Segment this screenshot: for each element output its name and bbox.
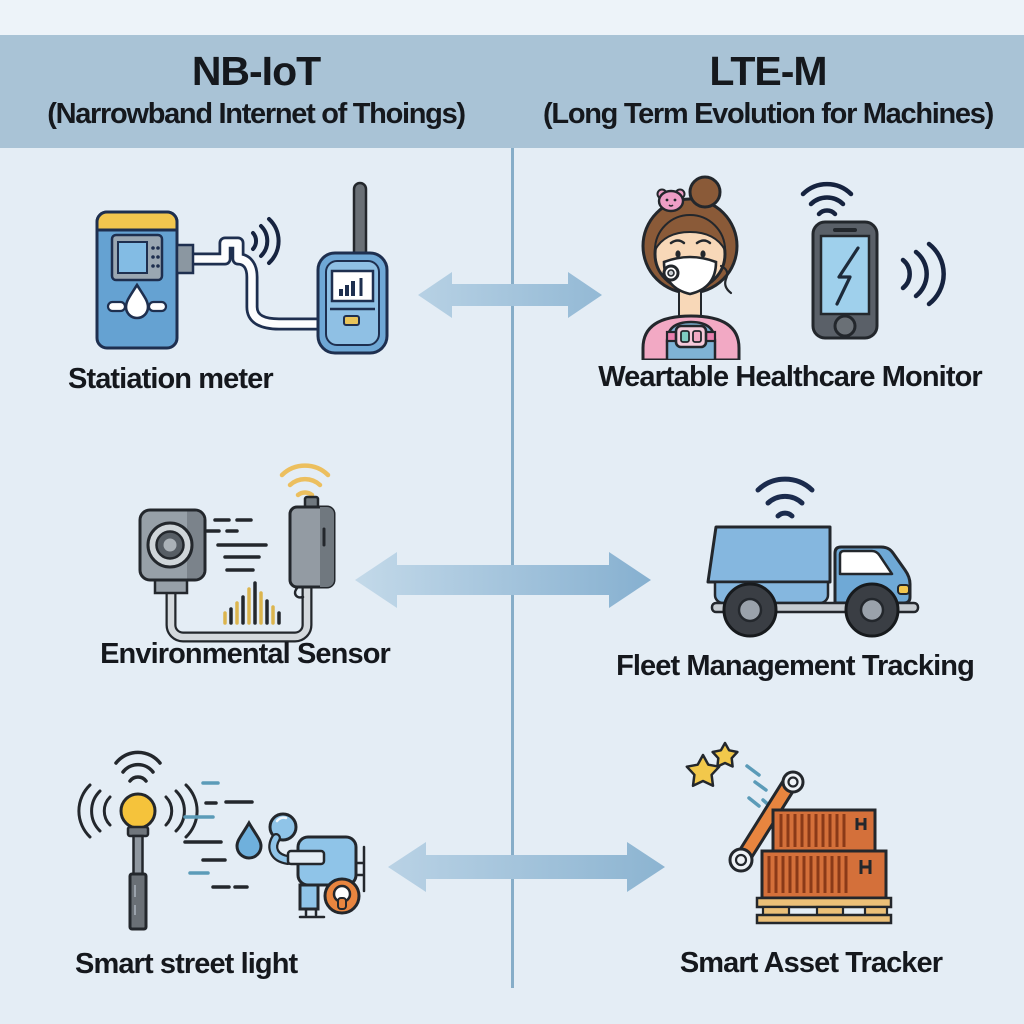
nbiot-title: NB-IoT (191, 48, 321, 94)
wifi-icon (800, 181, 854, 217)
bidirectional-arrow-icon (418, 272, 602, 318)
bidirectional-arrow-icon (355, 552, 651, 608)
signal-waves-icon (900, 241, 946, 307)
bidirectional-arrow-icon (388, 842, 665, 892)
label-fleet-tracking: Fleet Management Tracking (616, 650, 975, 682)
pipe-connection (165, 587, 313, 643)
wheel (722, 582, 778, 638)
cargo-crates (760, 808, 888, 900)
environmental-sensor-illustration (138, 463, 336, 643)
valve-ring-icon (323, 877, 361, 915)
smart-utility-meter-illustration (95, 181, 389, 355)
top-strip (0, 0, 1024, 35)
wearable-healthcare-monitor-illustration (641, 175, 946, 360)
water-drop-icon (235, 820, 263, 860)
header-nbiot: NB-IoT (Narrowband Internet of Thoings) (0, 35, 512, 148)
wifi-icon (279, 463, 331, 498)
water-meter-device (95, 210, 195, 350)
signal-level-bars (223, 581, 281, 625)
speed-dashes (183, 781, 254, 889)
label-smart-meter: Statiation meter (68, 363, 274, 395)
sparkle-stars-icon (685, 741, 739, 788)
nbiot-subtitle: (Narrowband Internet of Thoings) (47, 98, 466, 131)
hair-clip-icon (656, 188, 686, 213)
radio-waves-icon (77, 783, 199, 839)
asset-pallet-tracker-illustration (685, 741, 893, 925)
wifi-icon (114, 750, 162, 783)
ltem-subtitle: (Long Term Evolution for Machines) (543, 98, 994, 131)
radio-waves-icon (251, 217, 281, 265)
pipe-connection (186, 236, 332, 331)
signal-bars-icon (339, 278, 363, 296)
label-environmental-sensor: Environmental Sensor (100, 638, 391, 670)
wheel (844, 582, 900, 638)
header-ltem: LTE-M (Long Term Evolution for Machines) (512, 35, 1024, 148)
header-band: NB-IoT (Narrowband Internet of Thoings) … (0, 35, 1024, 148)
label-asset-tracker: Smart Asset Tracker (679, 947, 943, 979)
motion-dashes (745, 764, 773, 809)
street-light-pole (119, 792, 157, 931)
truck-vehicle (706, 525, 920, 638)
sensor-camera-device (138, 508, 207, 595)
radio-transmitter-device (316, 181, 389, 355)
chest-monitor-device (674, 324, 708, 349)
fleet-truck-illustration (706, 476, 920, 638)
patient-figure (641, 175, 741, 360)
wooden-pallet (755, 896, 893, 925)
ltem-title: LTE-M (709, 48, 827, 94)
pump-device (268, 812, 366, 919)
water-drop-icon (124, 282, 150, 320)
lightning-bolt-icon (835, 246, 860, 306)
light-bulb-icon (119, 792, 157, 830)
face-mask-icon (662, 255, 718, 296)
data-dashes (205, 518, 268, 572)
wifi-icon (755, 476, 815, 519)
smartphone-device (811, 220, 879, 340)
sensor-box-device (288, 495, 336, 599)
tracker-arm (728, 770, 805, 873)
label-street-light: Smart street light (75, 948, 298, 980)
label-healthcare-monitor: Weartable Healthcare Monitor (598, 361, 982, 393)
smart-street-light-illustration (77, 750, 366, 931)
